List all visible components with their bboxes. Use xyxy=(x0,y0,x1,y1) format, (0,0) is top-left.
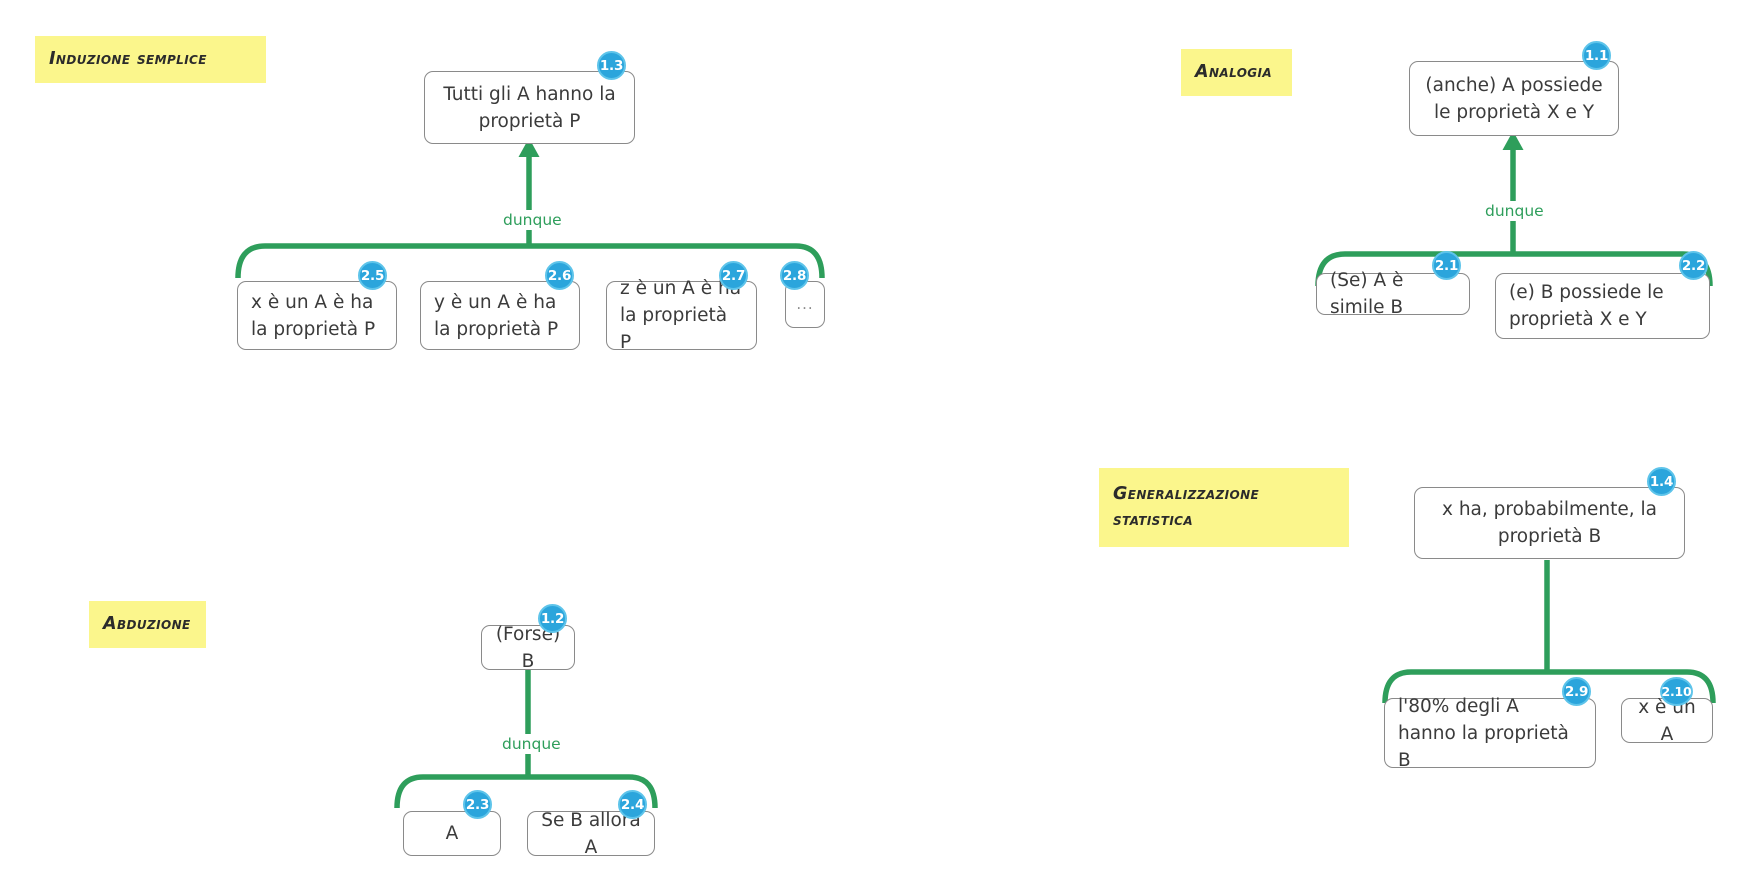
node-premise-2-6[interactable]: y è un A è ha la proprietà P xyxy=(420,281,580,350)
node-text: y è un A è ha la proprietà P xyxy=(434,291,559,340)
connector-label-abduzione: dunque xyxy=(495,734,568,754)
badge-2-7[interactable]: 2.7 xyxy=(719,261,748,290)
badge-1-2[interactable]: 1.2 xyxy=(538,604,567,633)
node-text: (anche) A possiede le proprietà X e Y xyxy=(1425,74,1603,123)
node-premise-2-4[interactable]: Se B allora A xyxy=(527,810,655,858)
node-premise-2-5[interactable]: x è un A è ha la proprietà P xyxy=(237,281,397,350)
connector-label-induzione: dunque xyxy=(496,210,569,230)
node-conclusion-generalizzazione[interactable]: x ha, probabilmente, la proprietà B xyxy=(1414,487,1685,559)
badge-2-6[interactable]: 2.6 xyxy=(545,261,574,290)
badge-2-8[interactable]: 2.8 xyxy=(780,261,809,290)
badge-2-3[interactable]: 2.3 xyxy=(463,790,492,819)
section-title-generalizzazione: Generalizzazione statistica xyxy=(1099,468,1349,547)
badge-1-1[interactable]: 1.1 xyxy=(1582,41,1611,70)
node-premise-2-3[interactable]: A xyxy=(403,811,501,856)
badge-2-4[interactable]: 2.4 xyxy=(618,790,647,819)
badge-1-4[interactable]: 1.4 xyxy=(1647,467,1676,496)
section-title-induzione: Induzione semplice xyxy=(35,36,266,83)
connector-abduzione-bracket xyxy=(394,774,658,809)
node-text: (e) B possiede le proprietà X e Y xyxy=(1509,282,1664,330)
badge-2-5[interactable]: 2.5 xyxy=(358,261,387,290)
node-text: A xyxy=(445,823,459,844)
badge-2-1[interactable]: 2.1 xyxy=(1432,251,1461,280)
section-title-abduzione: Abduzione xyxy=(89,601,206,648)
badge-2-10[interactable]: 2.10 xyxy=(1660,677,1693,706)
connector-label-analogia: dunque xyxy=(1478,201,1551,221)
node-conclusion-analogia[interactable]: (anche) A possiede le proprietà X e Y xyxy=(1409,61,1619,136)
node-text: Se B allora A xyxy=(541,809,641,858)
node-premise-2-7[interactable]: z è un A è ha la proprietà P xyxy=(606,278,757,353)
node-text: Tutti gli A hanno la proprietà P xyxy=(443,83,616,132)
node-conclusion-abduzione[interactable]: (Forse) B xyxy=(481,624,575,672)
node-text: x è un A è ha la proprietà P xyxy=(251,291,376,340)
badge-2-2[interactable]: 2.2 xyxy=(1679,251,1708,280)
node-text: l'80% degli A hanno la proprietà B xyxy=(1398,695,1569,771)
node-conclusion-induzione[interactable]: Tutti gli A hanno la proprietà P xyxy=(424,71,635,144)
section-title-analogia: Analogia xyxy=(1181,49,1292,96)
node-premise-2-9[interactable]: l'80% degli A hanno la proprietà B xyxy=(1384,696,1596,771)
badge-1-3[interactable]: 1.3 xyxy=(597,51,626,80)
badge-2-9[interactable]: 2.9 xyxy=(1562,677,1591,706)
node-premise-2-10[interactable]: x è un A xyxy=(1621,697,1713,745)
node-premise-2-2[interactable]: (e) B possiede le proprietà X e Y xyxy=(1495,273,1710,339)
node-text: ... xyxy=(796,295,814,313)
node-text: z è un A è ha la proprietà P xyxy=(620,278,742,353)
node-text: x ha, probabilmente, la proprietà B xyxy=(1441,499,1658,547)
